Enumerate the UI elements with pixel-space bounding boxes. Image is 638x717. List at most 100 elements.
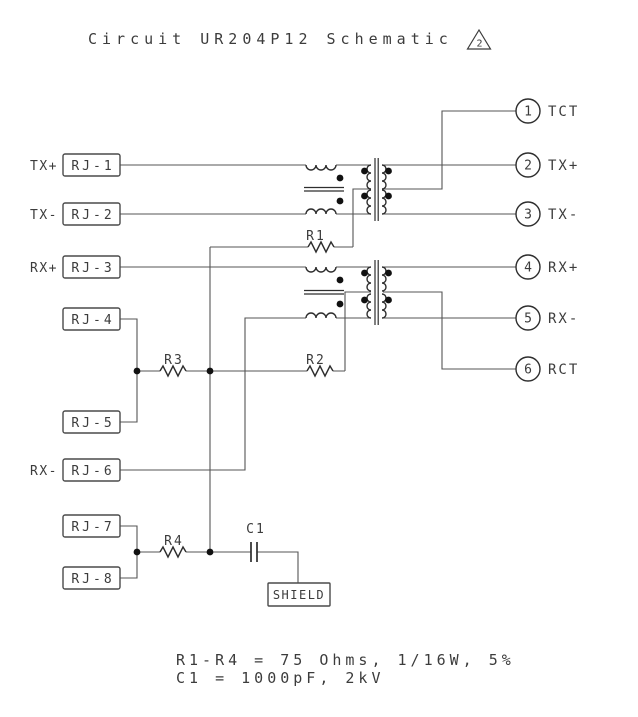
pin-4-label: RX+ — [548, 260, 579, 276]
rj-3-box — [62, 255, 121, 279]
wire-r4-c1-shield — [137, 551, 299, 583]
choke-rx-core — [304, 289, 344, 295]
pin-2-label: TX+ — [548, 158, 579, 174]
wire-rx-minus — [120, 317, 371, 471]
revision-number: 2 — [476, 39, 482, 50]
transformer-rx-dot-pri-bottom — [361, 296, 368, 304]
r1-label: R1 — [306, 229, 326, 244]
pin-1-number: 1 — [524, 105, 532, 120]
rj-1-box — [62, 153, 121, 177]
wire-pin-tct — [383, 110, 516, 190]
revision-triangle-icon — [466, 28, 492, 50]
transformer-rx-dot-pri-top — [361, 269, 368, 277]
transformer-rx-dot-sec-top — [385, 269, 392, 277]
rj-connectors: RJ-1 RJ-2 RJ-3 RJ-4 RJ-5 RJ-6 RJ-7 RJ-8 — [62, 153, 121, 590]
pin-6-label: RCT — [548, 362, 579, 378]
junctions — [133, 367, 214, 556]
output-pins: 1 TCT 2 TX+ 3 TX- 4 RX+ 5 RX- 6 RCT — [515, 98, 579, 382]
resistor-r1 — [307, 240, 335, 254]
choke-rx — [304, 266, 344, 319]
pin-3-circle — [515, 201, 541, 227]
pin-4-circle — [515, 254, 541, 280]
pin-4-number: 4 — [524, 261, 532, 276]
resistor-r4 — [159, 545, 187, 559]
choke-rx-dot-top — [336, 276, 344, 284]
pin-5-label: RX- — [548, 311, 579, 327]
r2-label: R2 — [306, 353, 326, 368]
pin-5-number: 5 — [524, 312, 532, 327]
rj-6-box — [62, 458, 121, 482]
transformer-tx — [361, 158, 392, 221]
r3-label: R3 — [164, 353, 184, 368]
signal-labels: TX+ TX- RX+ RX- — [30, 159, 58, 479]
junction-r3-rail — [206, 367, 214, 375]
rj-7-label: RJ-7 — [71, 520, 114, 535]
resistors — [159, 240, 335, 559]
choke-tx-core — [304, 186, 344, 192]
junction-rj7-rj8 — [133, 548, 141, 556]
shield: SHIELD — [267, 582, 331, 607]
choke-rx-bottom-winding — [305, 312, 337, 319]
choke-tx-top-winding — [305, 164, 337, 171]
c1-label: C1 — [246, 522, 266, 537]
choke-rx-dot-bottom — [336, 300, 344, 308]
pin-3-number: 3 — [524, 208, 532, 223]
pin-1-label: TCT — [548, 104, 579, 120]
rj-4-label: RJ-4 — [71, 313, 114, 328]
title-block: Circuit UR204P12 Schematic 2 — [88, 28, 492, 50]
rj-5-box — [62, 410, 121, 434]
rj-1-label: RJ-1 — [71, 159, 114, 174]
shield-box — [267, 582, 331, 607]
rj-4-box — [62, 307, 121, 331]
shield-label: SHIELD — [273, 588, 325, 602]
capacitor-c1-plates — [250, 542, 258, 562]
resistor-r3 — [159, 364, 187, 378]
choke-tx — [304, 164, 344, 215]
pin-2-circle — [515, 152, 541, 178]
junction-r4-rail — [206, 548, 214, 556]
pin-6-number: 6 — [524, 363, 532, 378]
choke-tx-bottom-winding — [305, 208, 337, 215]
rj-2-label: RJ-2 — [71, 208, 114, 223]
r4-label: R4 — [164, 534, 184, 549]
wire-r2-r3-rail — [137, 291, 371, 372]
transformer-rx — [361, 260, 392, 325]
signal-label-tx-minus: TX- — [30, 208, 58, 223]
pin-3-label: TX- — [548, 207, 579, 223]
rj-3-label: RJ-3 — [71, 261, 114, 276]
rj-5-label: RJ-5 — [71, 416, 114, 431]
rj-2-box — [62, 202, 121, 226]
pin-5-circle — [515, 305, 541, 331]
transformer-rx-dot-sec-bottom — [385, 296, 392, 304]
choke-tx-dot-top — [336, 174, 344, 182]
pin-1-circle — [515, 98, 541, 124]
signal-label-tx-plus: TX+ — [30, 159, 58, 174]
transformer-tx-core — [374, 158, 379, 221]
transformer-rx-core — [374, 260, 379, 325]
notes-line-2: C1 = 1000pF, 2kV — [176, 669, 385, 687]
transformer-tx-dot-sec-top — [385, 167, 392, 175]
junction-rj4-rj5 — [133, 367, 141, 375]
rj-6-label: RJ-6 — [71, 464, 114, 479]
component-labels: R1 R2 R3 R4 C1 — [164, 229, 326, 549]
rj-8-box — [62, 566, 121, 590]
transformer-tx-dot-pri-top — [361, 167, 368, 175]
signal-label-rx-plus: RX+ — [30, 261, 58, 276]
transformer-tx-dot-pri-bottom — [361, 192, 368, 200]
capacitor-c1 — [250, 542, 258, 562]
wires — [120, 110, 516, 583]
signal-label-rx-minus: RX- — [30, 464, 58, 479]
notes-block: R1-R4 = 75 Ohms, 1/16W, 5% C1 = 1000pF, … — [176, 651, 511, 687]
choke-rx-top-winding — [305, 266, 337, 273]
resistor-r2 — [306, 364, 334, 378]
choke-tx-dot-bottom — [336, 197, 344, 205]
wire-r1-branch — [210, 188, 371, 248]
wire-pin-rct — [383, 291, 516, 370]
pin-2-number: 2 — [524, 159, 532, 174]
rj-7-box — [62, 514, 121, 538]
pin-6-circle — [515, 356, 541, 382]
schematic-title: Circuit UR204P12 Schematic — [88, 30, 453, 48]
rj-8-label: RJ-8 — [71, 572, 114, 587]
